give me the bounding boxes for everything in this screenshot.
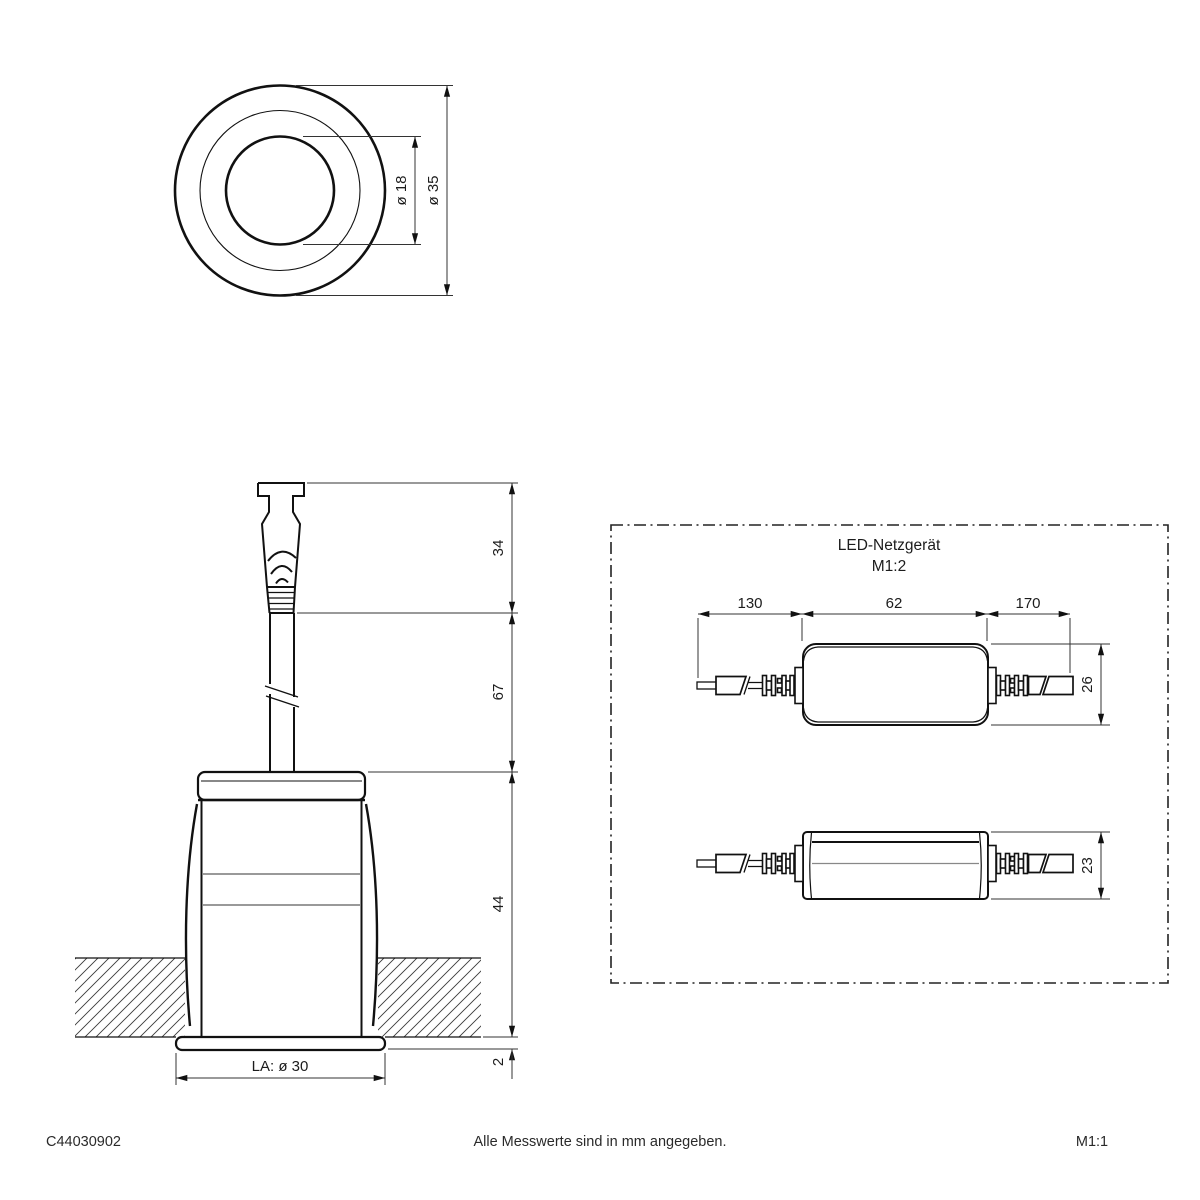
psu-output-cable xyxy=(987,844,1074,883)
plug-connector xyxy=(257,482,305,614)
dim-label-psu-body-height: 23 xyxy=(1079,857,1096,874)
cable xyxy=(264,613,300,772)
cutout-dimension: LA: ø 30 xyxy=(175,1053,386,1085)
dim-label-cable-length: 67 xyxy=(490,684,507,701)
dim-label-outer-diameter: ø 35 xyxy=(425,175,442,205)
lens-inner-circle xyxy=(224,135,336,246)
dim-label-output-cable: 170 xyxy=(1015,595,1040,612)
dim-label-psu-body-width: 26 xyxy=(1079,676,1096,693)
wall-hatch-right xyxy=(378,958,481,1037)
drawing-scale: M1:1 xyxy=(1076,1134,1108,1150)
strain-relief-ribs xyxy=(267,591,295,610)
dim-label-plug-length: 34 xyxy=(490,540,507,557)
drawing-footer: C44030902 Alle Messwerte sind in mm ange… xyxy=(46,1134,1108,1150)
dim-label-input-cable: 130 xyxy=(737,595,762,612)
bezel-flange xyxy=(174,1035,387,1052)
wall-hatch-left xyxy=(75,958,185,1037)
cable-connector xyxy=(987,666,1029,705)
mounting-wall-section xyxy=(75,957,481,1038)
cable-connector xyxy=(761,666,804,705)
dim-label-inner-diameter: ø 18 xyxy=(393,175,410,205)
trim-middle-circle xyxy=(199,109,361,272)
psu-title: LED-Netzgerät xyxy=(838,537,941,554)
dim-label-cutout: LA: ø 30 xyxy=(252,1058,309,1075)
spring-clip-right xyxy=(364,803,379,1027)
psu-top-dimensions: 130 62 170 26 xyxy=(697,595,1110,726)
luminaire-side-view: LA: ø 30 34 67 44 2 xyxy=(75,482,518,1085)
measurement-note: Alle Messwerte sind in mm angegeben. xyxy=(473,1134,726,1150)
housing xyxy=(174,770,387,1052)
front-view-dimensions: ø 18 ø 35 xyxy=(296,85,453,296)
dim-label-bezel-height: 2 xyxy=(490,1058,507,1066)
side-view-dimensions: 34 67 44 2 xyxy=(297,482,518,1079)
housing-body xyxy=(200,800,363,1037)
bezel-outer-circle xyxy=(173,84,387,297)
housing-cap xyxy=(196,770,367,802)
psu-input-cable xyxy=(696,666,804,705)
article-number: C44030902 xyxy=(46,1134,121,1150)
dim-label-housing-depth: 44 xyxy=(490,896,507,913)
psu-scale: M1:2 xyxy=(872,558,906,575)
cable-break-mark xyxy=(264,685,300,708)
psu-side-dimensions: 23 xyxy=(991,831,1110,900)
luminaire-front-view: ø 18 ø 35 xyxy=(173,84,453,297)
psu-input-cable xyxy=(696,844,804,883)
detail-box-border xyxy=(610,524,1169,984)
spring-clip-left xyxy=(184,803,199,1027)
psu-output-cable xyxy=(987,666,1074,705)
psu-side-view: 23 xyxy=(696,831,1110,900)
psu-body-top xyxy=(802,643,989,726)
psu-detail-box: LED-Netzgerät M1:2 xyxy=(610,524,1169,984)
cable-connector xyxy=(761,844,804,883)
psu-top-view: 130 62 170 26 xyxy=(696,595,1110,726)
dim-label-psu-body-length: 62 xyxy=(886,595,903,612)
plug-wave-marks xyxy=(267,550,297,585)
cable-connector xyxy=(987,844,1029,883)
